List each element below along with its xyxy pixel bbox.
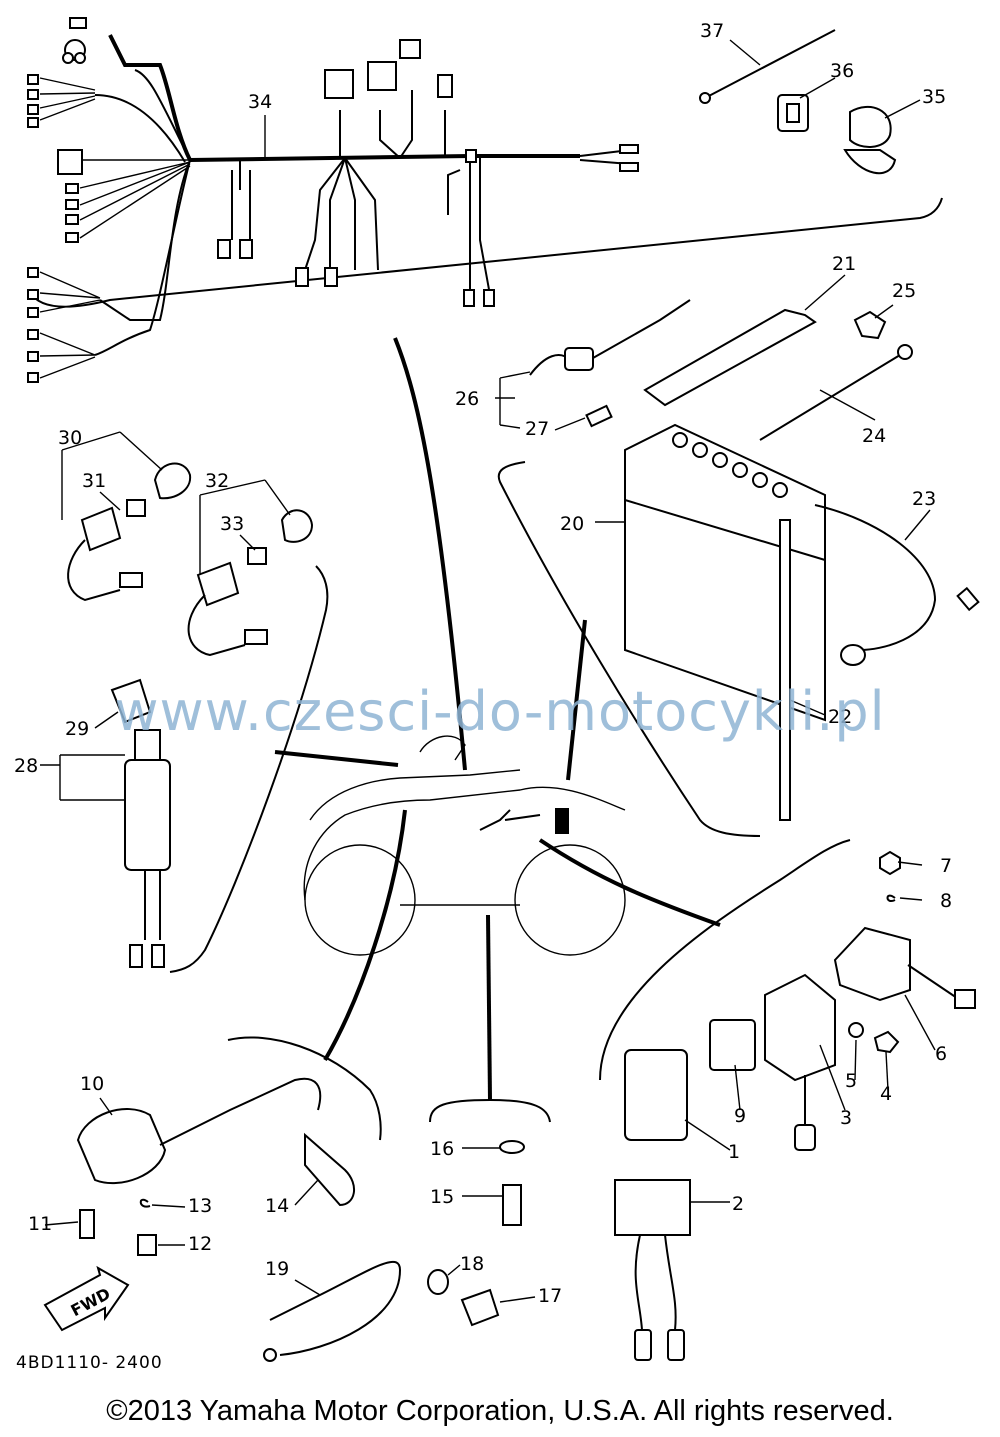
- callout-3: 3: [840, 1107, 852, 1129]
- callout-11: 11: [28, 1213, 52, 1235]
- callout-27: 27: [525, 418, 549, 440]
- callout-20: 20: [560, 513, 584, 535]
- callout-29: 29: [65, 718, 89, 740]
- cable-tie: [699, 29, 836, 104]
- callout-30: 30: [58, 427, 82, 449]
- starter-relay: [833, 926, 976, 1009]
- watermark: www.czesci-do-motocykli.pl: [114, 680, 886, 743]
- divider-ignition: [169, 565, 329, 973]
- battery-cable: [814, 504, 980, 666]
- strap-21: [643, 308, 817, 407]
- callout-36: 36: [830, 60, 854, 82]
- callout-32: 32: [205, 470, 229, 492]
- bolt-11: [79, 1209, 95, 1239]
- washer-8: [886, 894, 896, 903]
- fuse-holder: [529, 299, 691, 428]
- ignition-coil: [76, 1077, 355, 1207]
- callout-31: 31: [82, 470, 106, 492]
- relay-9: [709, 1019, 756, 1071]
- divider-regulator: [599, 839, 851, 1081]
- callout-26: 26: [455, 388, 479, 410]
- battery: [624, 423, 826, 722]
- clamp-36: [777, 94, 809, 132]
- rectifier: [764, 973, 836, 1151]
- callout-17: 17: [538, 1285, 562, 1307]
- battery-band: [779, 519, 791, 821]
- callout-37: 37: [700, 20, 724, 42]
- callout-1: 1: [728, 1141, 740, 1163]
- sensor-parts: [427, 1140, 525, 1327]
- callout-15: 15: [430, 1186, 454, 1208]
- bracket-2: [614, 1179, 691, 1361]
- wire-harness: [27, 17, 639, 383]
- callout-6: 6: [935, 1043, 947, 1065]
- callout-34: 34: [248, 91, 272, 113]
- harness-connectors: [27, 17, 639, 383]
- bolt-12: [137, 1234, 157, 1256]
- callout-labels: 1 2 3 4 5 6 7 8 9 10 11 12 13 14 15 16 1…: [14, 20, 952, 1320]
- callout-12: 12: [188, 1233, 212, 1255]
- callout-14: 14: [265, 1195, 289, 1217]
- divider-sensor: [429, 1098, 551, 1123]
- main-switch: [110, 678, 171, 968]
- divider-harness: [29, 197, 943, 308]
- fwd-arrow: [43, 1265, 130, 1332]
- negative-lead: [759, 344, 913, 441]
- callout-28: 28: [14, 755, 38, 777]
- cdi-unit: [624, 1049, 688, 1141]
- copyright-notice: ©2013 Yamaha Motor Corporation, U.S.A. A…: [106, 1395, 894, 1427]
- holder-35: [843, 106, 897, 175]
- plug-caps: [67, 462, 314, 657]
- washer-5: [848, 1022, 864, 1038]
- motorcycle-silhouette: [303, 735, 626, 956]
- callout-10: 10: [80, 1073, 104, 1095]
- divider-coil: [227, 1036, 382, 1141]
- callout-33: 33: [220, 513, 244, 535]
- callout-21: 21: [832, 253, 856, 275]
- drawing-code: 4BD1110- 2400: [16, 1353, 163, 1373]
- washer-13: [139, 1198, 151, 1208]
- callout-22: 22: [828, 706, 852, 728]
- callout-5: 5: [845, 1070, 857, 1092]
- callout-16: 16: [430, 1138, 454, 1160]
- callout-8: 8: [940, 890, 952, 912]
- callout-2: 2: [732, 1193, 744, 1215]
- callout-24: 24: [862, 425, 886, 447]
- divider-battery: [497, 461, 761, 837]
- callout-leaders: [40, 39, 936, 1303]
- callout-25: 25: [892, 280, 916, 302]
- nut-7: [879, 850, 901, 876]
- callout-19: 19: [265, 1258, 289, 1280]
- leader-arrows: [274, 337, 721, 1101]
- callout-9: 9: [734, 1105, 746, 1127]
- bolt-25: [853, 310, 887, 340]
- callout-13: 13: [188, 1195, 212, 1217]
- bolt-4: [873, 1030, 900, 1054]
- callout-23: 23: [912, 488, 936, 510]
- callout-18: 18: [460, 1253, 484, 1275]
- callout-7: 7: [940, 855, 952, 877]
- callout-35: 35: [922, 86, 946, 108]
- lead-19: [263, 1260, 402, 1362]
- callout-4: 4: [880, 1083, 892, 1105]
